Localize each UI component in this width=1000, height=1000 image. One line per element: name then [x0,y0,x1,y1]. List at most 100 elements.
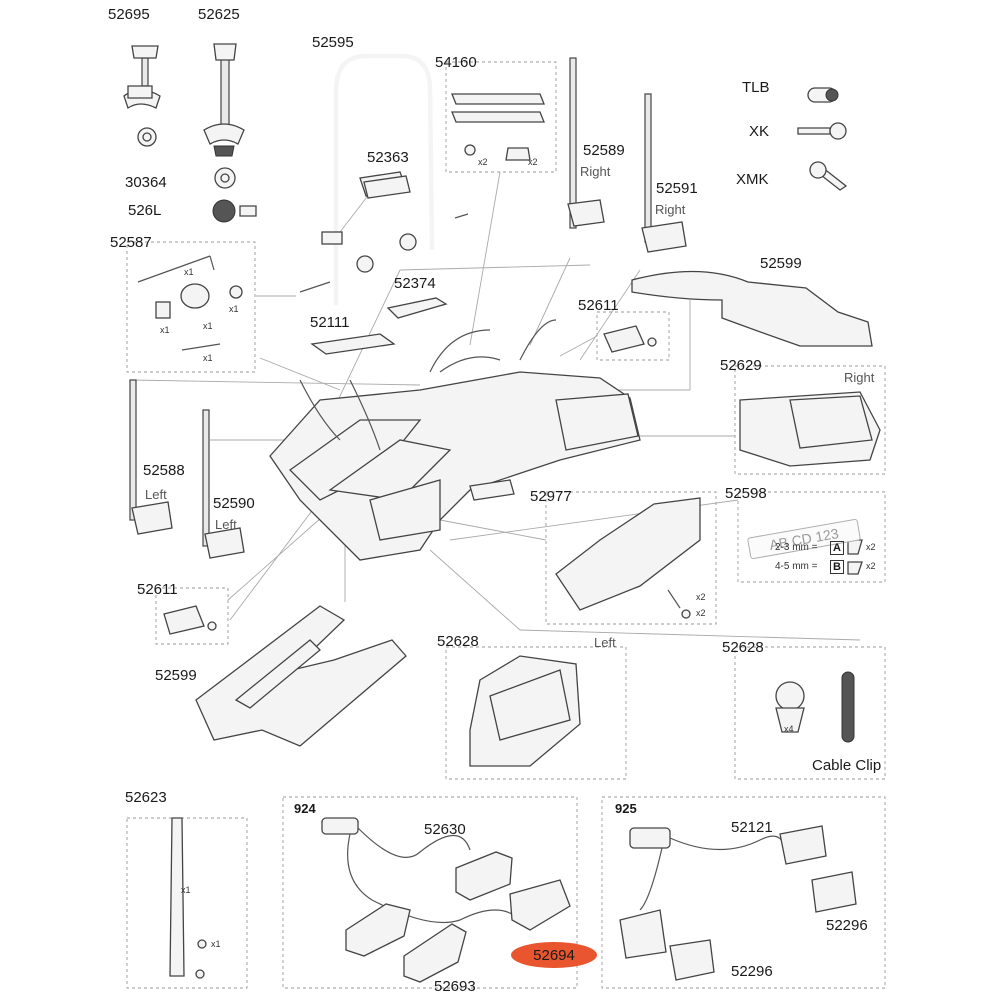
light-unit-52629 [739,391,881,467]
qty-52587-bolt: x1 [203,353,213,363]
qty-52598-a: x2 [866,542,876,552]
cover-52977 [555,497,701,619]
label-52363: 52363 [367,149,409,166]
box-52628-left [445,646,627,780]
label-52611-top: 52611 [578,297,619,314]
clamp-52695 [123,45,161,147]
label-52623: 52623 [125,789,167,806]
highlight-ellipse [511,942,597,968]
label-52693: 52693 [434,978,476,995]
plate-row2-size: 4-5 mm = [775,561,818,572]
label-52628-left: 52628 [437,633,479,650]
label-right-52591: Right [655,202,686,217]
label-52694-highlighted: 52694 [533,946,575,964]
plate-row1-code: A [830,541,844,555]
qty-52587-washer: x1 [229,304,239,314]
plate-row1-size: 2-3 mm = [775,542,818,553]
label-52111: 52111 [310,314,350,331]
qty-52587-knob: x1 [203,321,213,331]
label-52588: 52588 [143,462,185,479]
box-52598 [737,491,886,583]
label-52628-clip: 52628 [722,639,764,656]
plate-52374 [386,297,448,319]
carrier-body [269,319,641,561]
kit-52587 [137,255,243,351]
qty-cable-clip: x4 [784,724,794,734]
ramp-52599-top [631,270,873,347]
box-52623 [126,817,248,989]
label-left-52628: Left [594,635,616,650]
qty-52623-nut: x1 [211,939,221,949]
keys [797,87,848,191]
label-cable-clip: Cable Clip [812,757,882,774]
label-52599-top: 52599 [760,255,802,272]
label-52121: 52121 [731,819,773,836]
ramp-52599-bottom [195,605,407,747]
qty-54160-clip: x2 [528,157,538,167]
arm-52589 [567,57,605,229]
label-52590: 52590 [213,495,255,512]
qty-52977-screw: x2 [696,608,706,618]
label-52630: 52630 [424,821,466,838]
part-52611-top [603,325,657,353]
label-526L: 526L [128,202,162,219]
box-52977 [545,491,717,625]
label-54160: 54160 [435,54,477,71]
qty-52977-bolt: x2 [696,592,706,602]
qty-52587-wrench: x1 [184,267,194,277]
kit-54160 [451,93,545,161]
light-52628-left [469,655,581,767]
label-52625: 52625 [198,6,240,23]
label-52598: 52598 [725,485,767,502]
label-52599-bottom: 52599 [155,667,197,684]
arm-52588 [129,379,173,535]
label-left-52590: Left [215,517,237,532]
plate-adapters-52598 [847,539,863,575]
lock-knob-526L [212,199,257,223]
label-52695: 52695 [108,6,150,23]
label-924: 924 [294,801,316,816]
plate-52111 [310,333,396,355]
label-52374: 52374 [394,275,436,292]
label-52591: 52591 [656,180,698,197]
label-right-52629: Right [844,370,875,385]
bracket-52363 [363,175,411,199]
label-52595: 52595 [312,34,354,51]
box-52587 [126,241,256,373]
plate-row2-code: B [830,560,844,574]
knob-30364 [214,167,236,189]
label-XK: XK [749,123,770,140]
label-52296-b: 52296 [731,963,773,980]
arm-52590 [202,409,245,559]
label-52296-a: 52296 [826,917,868,934]
box-924 [282,796,578,989]
harness-925 [619,825,857,981]
part-52611-bottom [163,605,217,635]
label-right-52589: Right [580,164,611,179]
label-925: 925 [615,801,637,816]
qty-52623-strap: x1 [181,885,191,895]
qty-52598-b: x2 [866,561,876,571]
label-52629: 52629 [720,357,762,374]
box-925 [601,796,886,989]
box-52629 [734,365,886,475]
label-52587: 52587 [110,234,152,251]
arm-52591 [641,93,687,253]
qty-54160-screw: x2 [478,157,488,167]
label-52611-bottom: 52611 [137,581,178,598]
label-30364: 30364 [125,174,167,191]
label-52977: 52977 [530,488,572,505]
qty-52587-spacer: x1 [160,325,170,335]
cable-clip-52628 [775,671,855,743]
strap-52623 [169,817,207,979]
label-TLB: TLB [742,79,770,96]
label-left-52588: Left [145,487,167,502]
clamp-52625 [203,43,245,157]
harness-924 [321,817,571,983]
label-XMK: XMK [736,171,769,188]
box-54160 [445,61,557,173]
label-52589: 52589 [583,142,625,159]
box-52611-bottom [155,587,229,645]
